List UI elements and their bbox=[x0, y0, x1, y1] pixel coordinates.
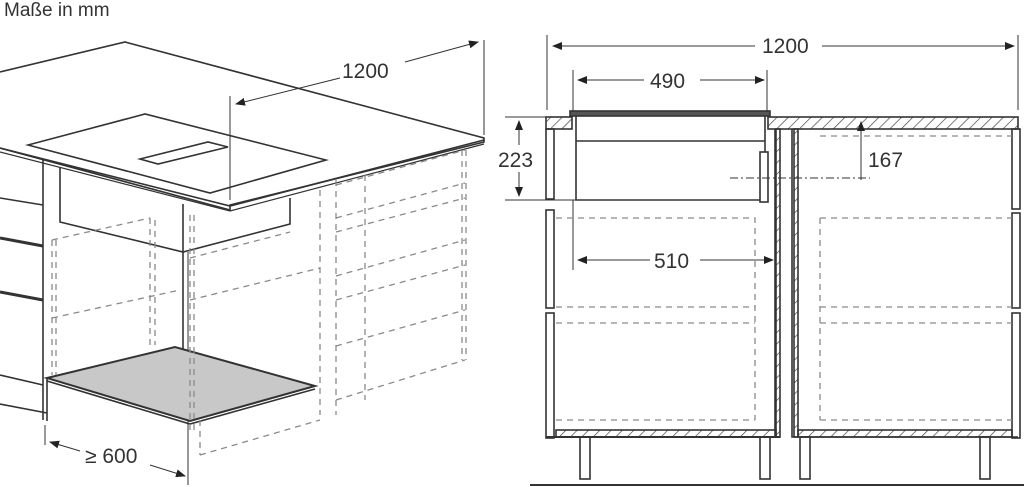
front-cooktop-width-label: 490 bbox=[650, 70, 685, 93]
isometric-view bbox=[0, 40, 485, 485]
front-depth-label: 223 bbox=[498, 149, 533, 172]
front-offset-label: 167 bbox=[868, 149, 903, 172]
front-hidden-lines bbox=[556, 135, 1012, 421]
front-cutout-width-label: 510 bbox=[654, 250, 689, 273]
iso-depth-label: ≥ 600 bbox=[85, 445, 137, 468]
iso-width-label: 1200 bbox=[342, 60, 389, 83]
units-caption: Maße in mm bbox=[4, 0, 110, 21]
isometric-hidden-lines bbox=[51, 149, 467, 456]
front-view bbox=[505, 35, 1024, 486]
front-total-width-label: 1200 bbox=[762, 35, 809, 58]
